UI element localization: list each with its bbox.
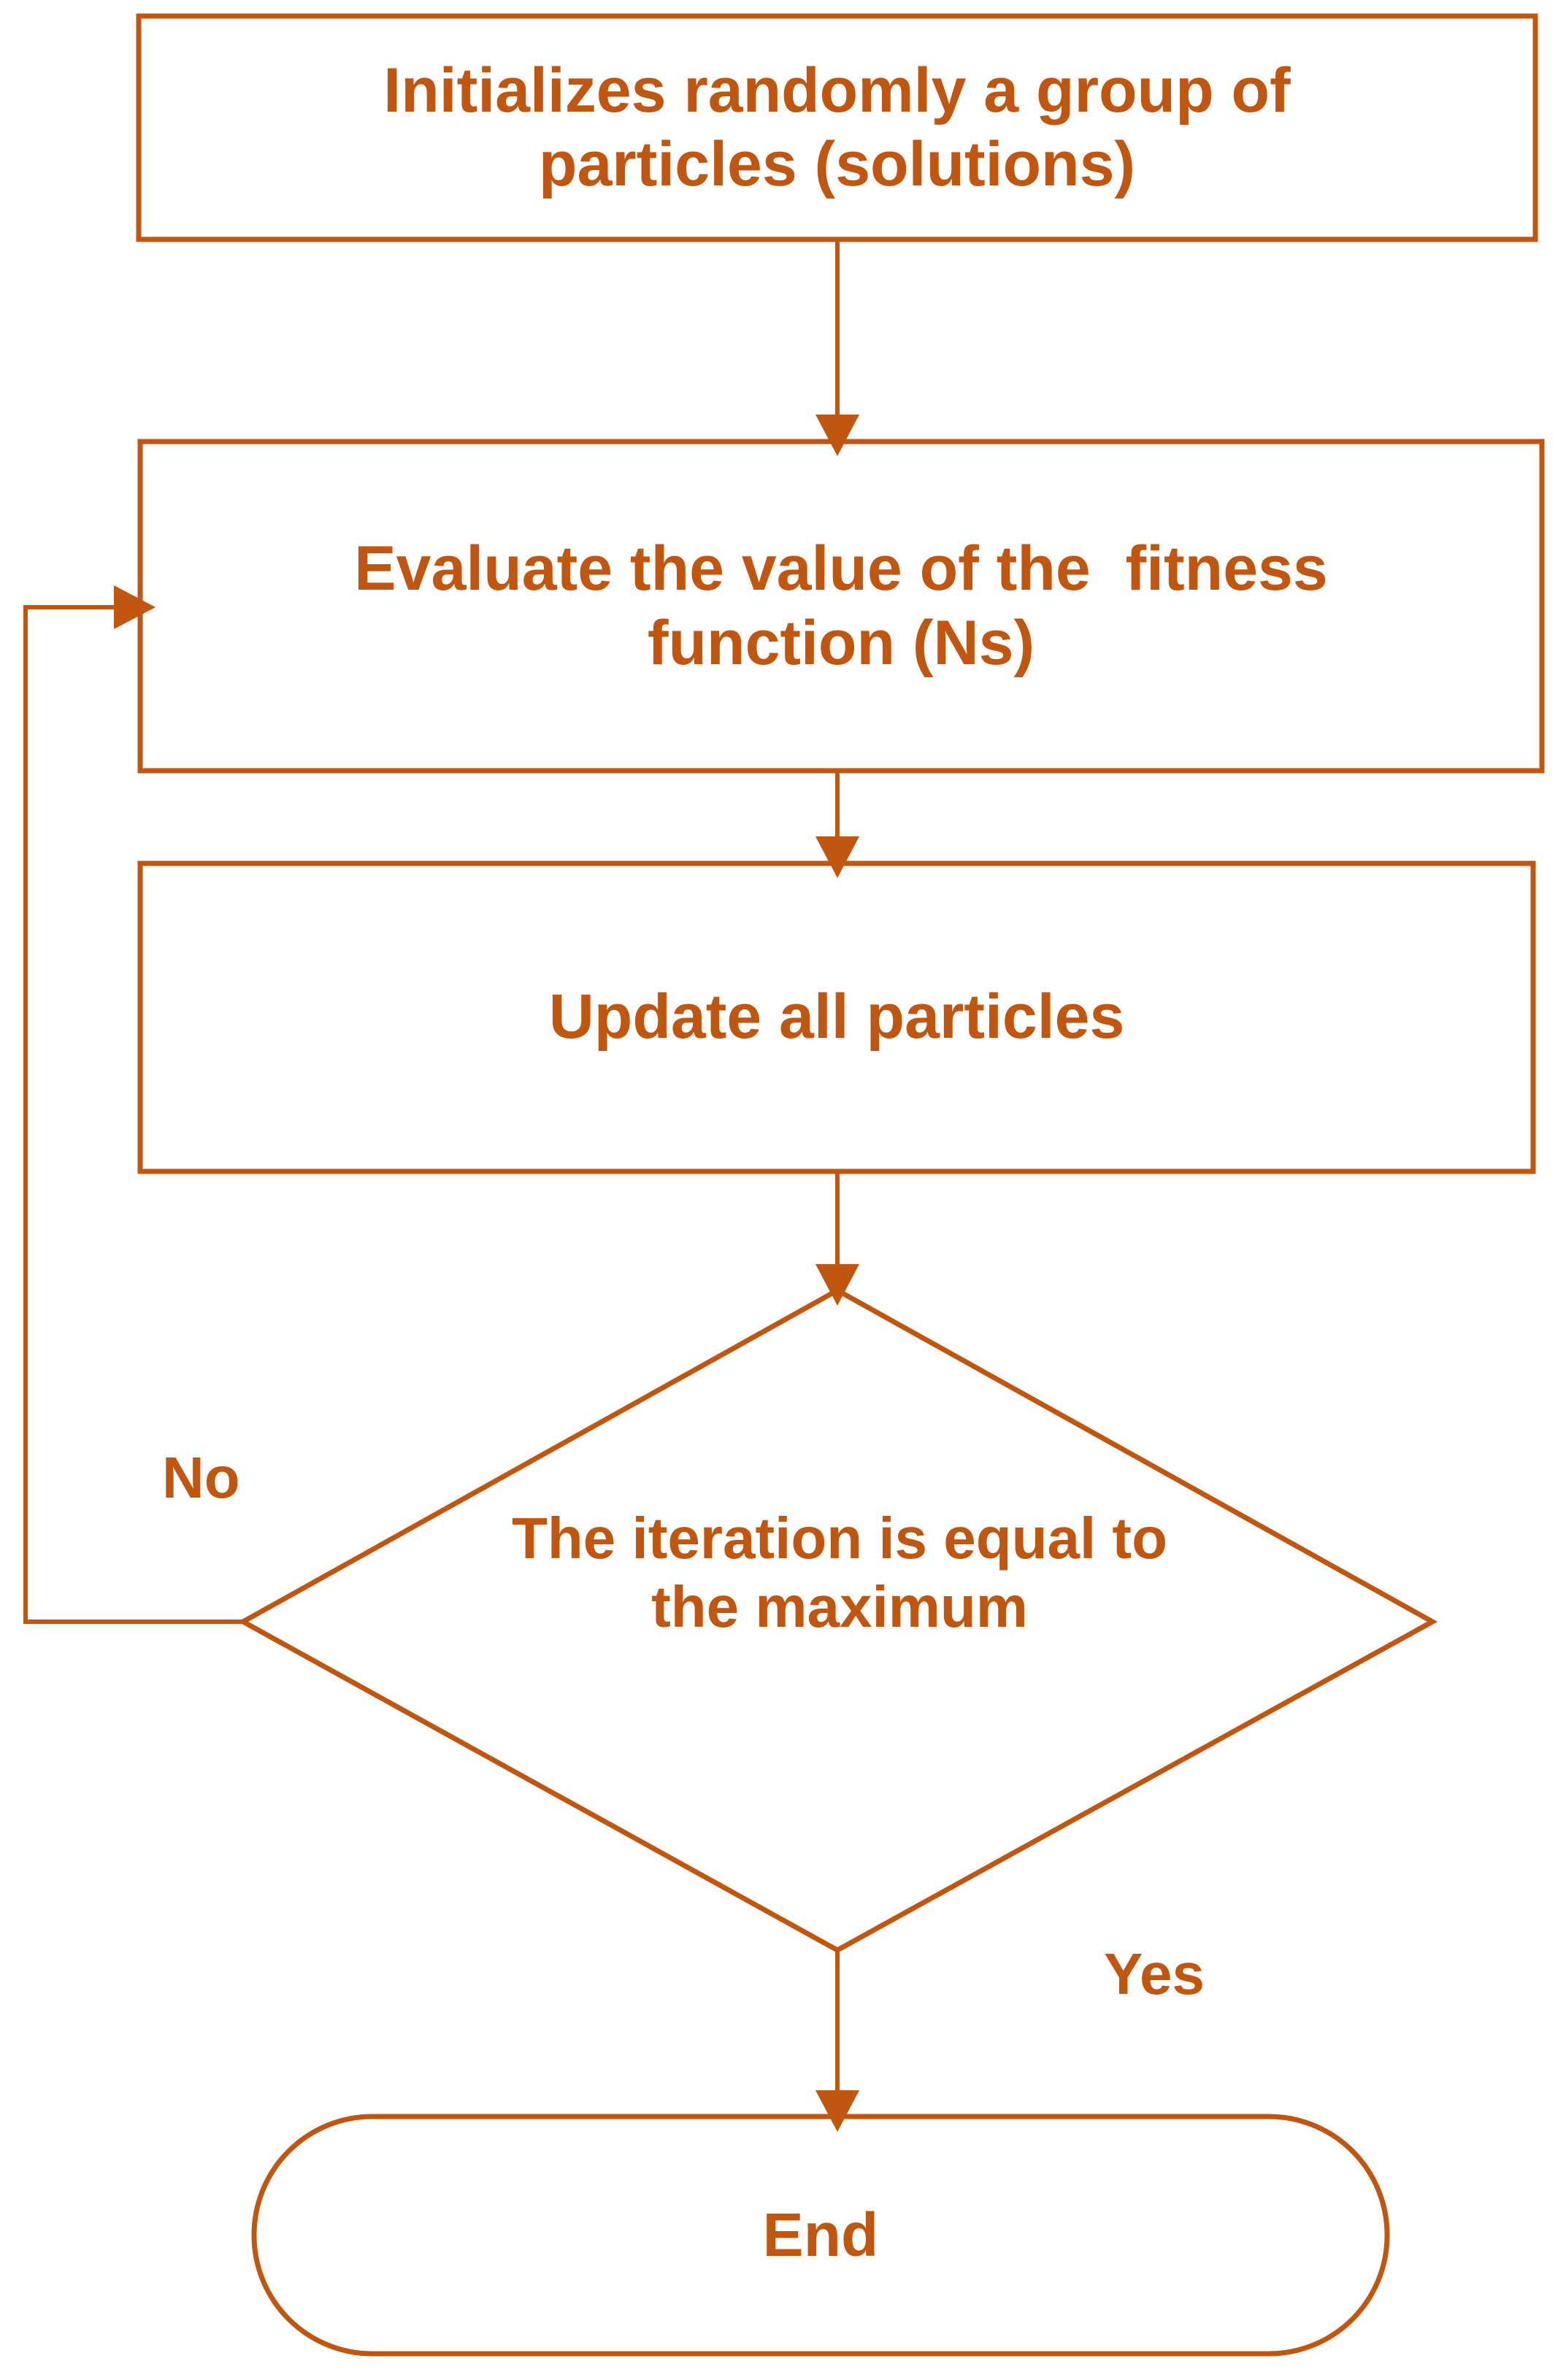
node-shape-update[interactable] [137, 860, 1536, 1174]
node-shape-evaluate[interactable] [137, 439, 1545, 774]
node-shape-init[interactable] [136, 13, 1538, 242]
edge-label-no: No [162, 1445, 240, 1510]
connector-decision-to-evaluate-feedback [23, 585, 243, 1624]
node-shape-end[interactable] [251, 2114, 1390, 2357]
edge-label-yes: Yes [1104, 1941, 1205, 2006]
node-shape-decision[interactable] [237, 1287, 1438, 1953]
